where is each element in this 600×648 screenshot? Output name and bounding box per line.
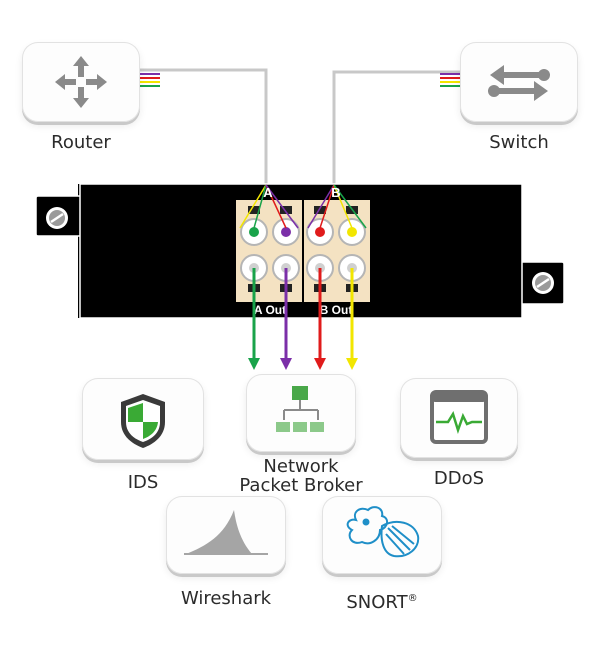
ids-label: IDS — [127, 472, 159, 493]
port-a-label: A — [263, 185, 273, 200]
snort-label: SNORT® — [322, 588, 442, 613]
screw-right-icon — [532, 272, 554, 294]
port-b-label: B — [331, 185, 340, 200]
hierarchy-icon — [276, 386, 324, 432]
switch-cable — [332, 70, 462, 185]
out-a-label: A Out — [254, 303, 286, 317]
network-tap: A B A Out B Out — [35, 183, 565, 319]
npb-label-line2: Packet Broker — [239, 475, 363, 496]
pig-logo-icon — [346, 506, 420, 558]
screw-left-icon — [46, 207, 68, 229]
wireshark-label: Wireshark — [180, 588, 272, 609]
router-card — [22, 42, 140, 122]
switch-card — [460, 42, 578, 122]
ddos-card — [400, 378, 518, 458]
port-a-in — [240, 218, 300, 246]
router-cable — [138, 68, 268, 185]
output-arrows — [248, 268, 358, 370]
wireshark-card — [166, 496, 286, 574]
npb-card — [246, 374, 356, 452]
port-b-in — [306, 218, 366, 246]
ddos-label: DDoS — [433, 468, 485, 489]
snort-label-text: SNORT — [346, 592, 408, 613]
monitor-pulse-icon — [430, 390, 488, 444]
out-b-label: B Out — [320, 303, 353, 317]
switch-label: Switch — [489, 132, 549, 153]
npb-label-line1: Network — [263, 456, 339, 477]
shield-icon — [121, 394, 165, 448]
router-label: Router — [51, 132, 111, 153]
trademark-mark: ® — [407, 593, 418, 604]
snort-card — [322, 496, 442, 574]
router-arrows-icon — [55, 56, 107, 108]
ids-card — [82, 378, 204, 460]
switch-arrows-icon — [488, 65, 550, 101]
shark-fin-icon — [184, 510, 268, 555]
